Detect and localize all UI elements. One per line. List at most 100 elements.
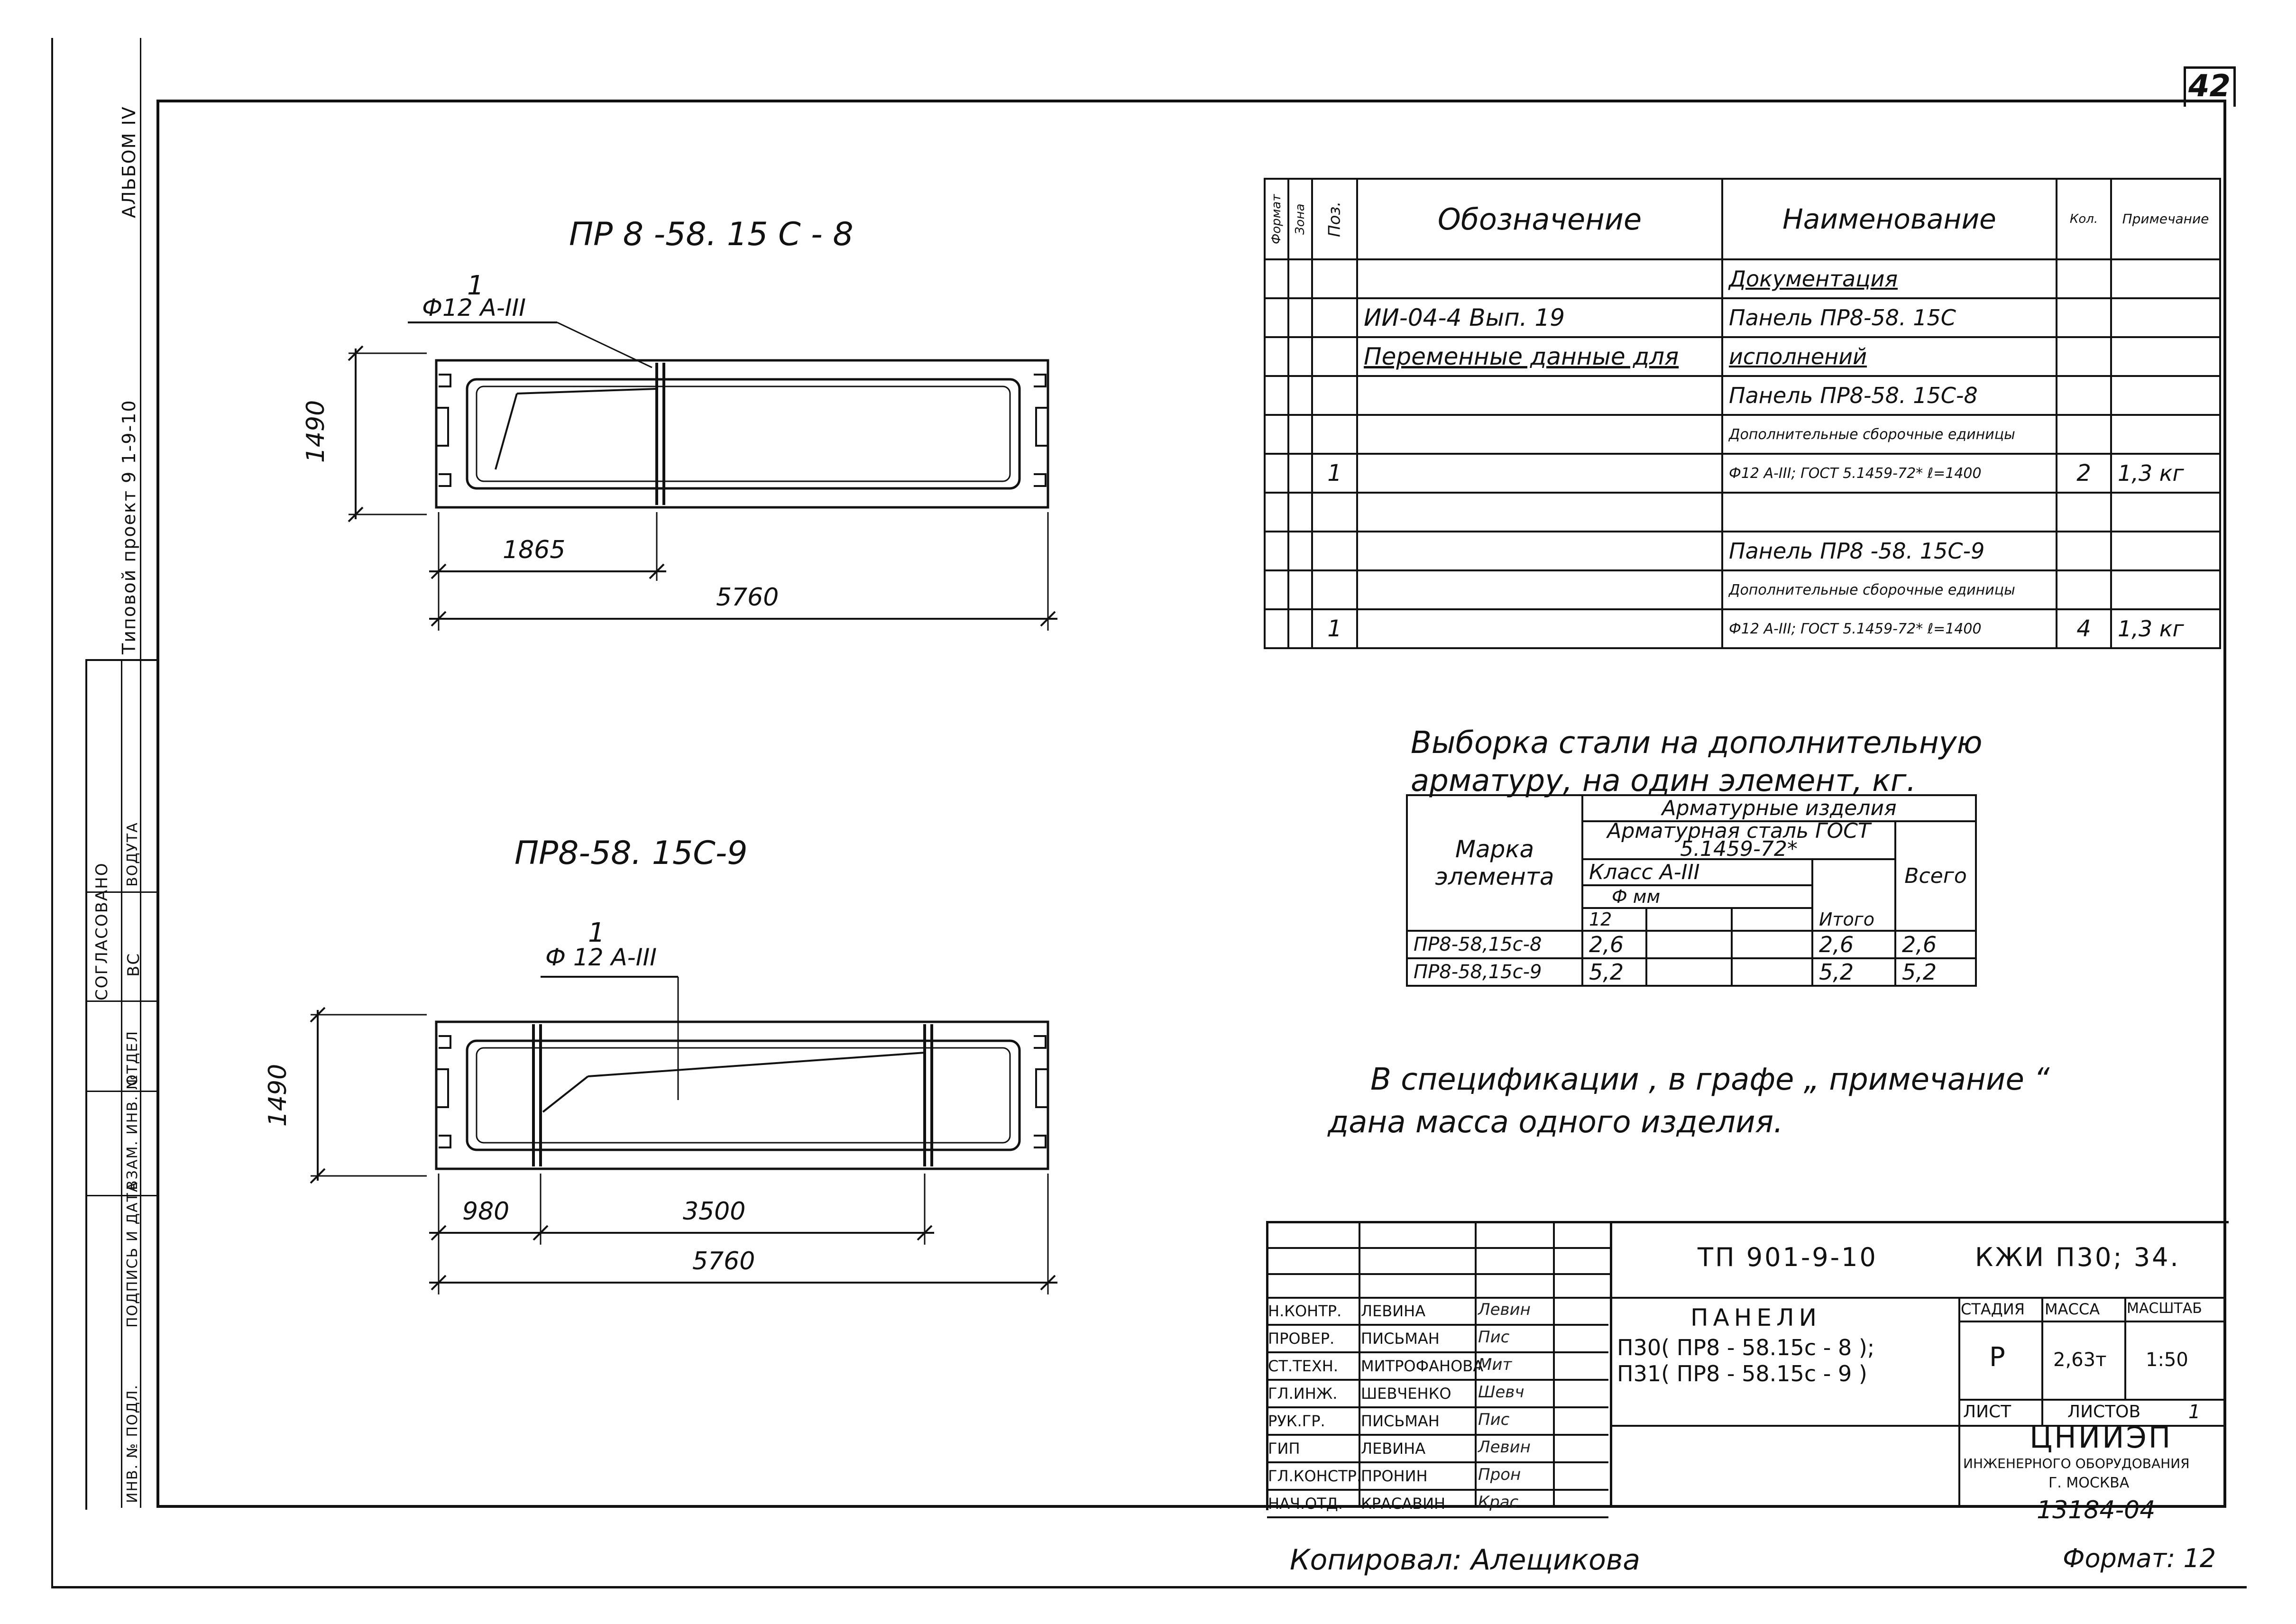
drawing1-rebar: Ф12 А-III bbox=[422, 294, 526, 321]
spec-cell-designation bbox=[1356, 414, 1723, 455]
spec-cell-qty: 2 bbox=[2056, 453, 2112, 494]
tb-person-name: ЛЕВИНА bbox=[1361, 1440, 1426, 1458]
spec-cell-designation: Переменные данные для bbox=[1356, 336, 1723, 377]
tb-person-name: МИТРОФАНОВА bbox=[1361, 1357, 1484, 1375]
tb-stage-hline1 bbox=[1958, 1321, 2226, 1322]
spec-cell-pos bbox=[1311, 258, 1358, 299]
tb-person-signature: Левин bbox=[1478, 1300, 1531, 1319]
spec-cell-qty bbox=[2056, 531, 2112, 571]
steel-title-line1: Выборка стали на дополнительную bbox=[1411, 725, 1983, 761]
spec-cell-note bbox=[2110, 336, 2221, 377]
spec-cell-designation bbox=[1356, 375, 1723, 416]
steel-cell-total: 5,2 bbox=[1894, 957, 1977, 987]
left-strip-h2 bbox=[85, 1000, 156, 1002]
tb-scale: 1:50 bbox=[2146, 1349, 2188, 1371]
tb-person-signature: Прон bbox=[1478, 1465, 1521, 1484]
spec-cell-name: Панель ПР8-58. 15С-8 bbox=[1721, 375, 2057, 416]
tb-sheets: 1 bbox=[2188, 1401, 2201, 1423]
left-strip-h4 bbox=[85, 1195, 156, 1196]
spec-cell-zone bbox=[1287, 531, 1313, 571]
drawing2-rebar: Ф 12 А-III bbox=[545, 944, 657, 971]
steel-h-products: Арматурные изделия bbox=[1581, 794, 1977, 822]
spec-cell-pos bbox=[1311, 492, 1358, 532]
spec-cell-designation bbox=[1356, 453, 1723, 494]
spec-cell-format bbox=[1264, 336, 1289, 377]
spec-cell-zone bbox=[1287, 336, 1313, 377]
spec-cell-name: Панель ПР8-58. 15С bbox=[1721, 297, 2057, 338]
sheet-number-box bbox=[2184, 66, 2236, 107]
drawing1-dim-a: 1865 bbox=[503, 536, 566, 564]
spec-cell-designation bbox=[1356, 258, 1723, 299]
header-zone: Зона bbox=[1288, 179, 1312, 259]
tb-stage-vline1 bbox=[2041, 1297, 2043, 1425]
steel-title-line2: арматуру, на один элемент, кг. bbox=[1411, 763, 1916, 798]
header-format: Формат bbox=[1265, 179, 1288, 259]
spec-cell-zone bbox=[1287, 414, 1313, 455]
spec-cell-note bbox=[2110, 569, 2221, 610]
spec-cell-format bbox=[1264, 492, 1289, 532]
spec-cell-name: Ф12 А-III; ГОСТ 5.1459-72* ℓ=1400 bbox=[1721, 608, 2057, 649]
spec-cell-zone bbox=[1287, 453, 1313, 494]
spec-cell-note bbox=[2110, 258, 2221, 299]
tb-person-name: ПРОНИН bbox=[1361, 1467, 1428, 1485]
tb-person-name: ПИСЬМАН bbox=[1361, 1330, 1440, 1348]
tb-col-line1 bbox=[1359, 1221, 1360, 1508]
spec-row: Дополнительные сборочные единицы bbox=[1264, 569, 2221, 610]
steel-h-subtotal: Итого bbox=[1811, 858, 1896, 932]
header-qty: Кол. bbox=[2056, 178, 2112, 260]
spec-cell-note bbox=[2110, 297, 2221, 338]
spec-row: Панель ПР8 -58. 15С-9 bbox=[1264, 531, 2221, 571]
tb-subtitle2: П31( ПР8 - 58.15с - 9 ) bbox=[1617, 1361, 1867, 1386]
spec-cell-pos bbox=[1311, 531, 1358, 571]
tb-person-name: ПИСЬМАН bbox=[1361, 1412, 1440, 1430]
tb-person-name: КРАСАВИН bbox=[1361, 1495, 1446, 1513]
spec-cell-name bbox=[1721, 492, 2057, 532]
drawing1-height: 1490 bbox=[302, 400, 331, 463]
left-strip-divider bbox=[121, 659, 122, 1508]
spec-cell-pos bbox=[1311, 336, 1358, 377]
tb-person-role: ГЛ.ИНЖ. bbox=[1268, 1385, 1338, 1403]
spec-cell-format bbox=[1264, 569, 1289, 610]
tb-stage: Р bbox=[1989, 1342, 2005, 1373]
drawing2-dim-a: 980 bbox=[462, 1197, 510, 1226]
spec-cell-note bbox=[2110, 531, 2221, 571]
spec-cell-qty bbox=[2056, 258, 2112, 299]
tb-person-role: ГЛ.КОНСТР. bbox=[1268, 1467, 1362, 1485]
steel-h-diam: Ф мм bbox=[1581, 884, 1813, 909]
spec-cell-qty bbox=[2056, 492, 2112, 532]
spec-cell-qty bbox=[2056, 336, 2112, 377]
spec-row: Дополнительные сборочные единицы bbox=[1264, 414, 2221, 455]
spec-cell-qty bbox=[2056, 414, 2112, 455]
tb-stage-header: СТАДИЯ bbox=[1961, 1300, 2025, 1318]
tb-org2: ИНЖЕНЕРНОГО ОБОРУДОВАНИЯ bbox=[1963, 1456, 2190, 1471]
spec-cell-format bbox=[1264, 375, 1289, 416]
spec-cell-zone bbox=[1287, 569, 1313, 610]
tb-title: ПАНЕЛИ bbox=[1690, 1304, 1821, 1331]
spec-cell-zone bbox=[1287, 375, 1313, 416]
spec-cell-qty bbox=[2056, 297, 2112, 338]
tb-person-role: РУК.ГР. bbox=[1268, 1412, 1325, 1430]
tb-person-signature: Шевч bbox=[1478, 1383, 1525, 1402]
tb-grid-line3 bbox=[1266, 1297, 1610, 1299]
tb-person-signature: Левин bbox=[1478, 1438, 1531, 1457]
spec-cell-format bbox=[1264, 453, 1289, 494]
steel-cell-subtotal: 5,2 bbox=[1811, 957, 1896, 987]
tb-person-signature: Мит bbox=[1478, 1355, 1512, 1374]
tb-col-line3 bbox=[1553, 1221, 1555, 1508]
drawing1-title: ПР 8 -58. 15 С - 8 bbox=[569, 216, 854, 253]
spec-cell-note: 1,3 кг bbox=[2110, 608, 2221, 649]
spec-cell-designation bbox=[1356, 492, 1723, 532]
steel-h-empty1 bbox=[1645, 907, 1733, 932]
outer-left-line bbox=[51, 38, 53, 1588]
steel-cell-subtotal: 2,6 bbox=[1811, 930, 1896, 959]
spec-row bbox=[1264, 492, 2221, 532]
header-designation: Обозначение bbox=[1356, 178, 1723, 260]
tb-person-role: СТ.ТЕХН. bbox=[1268, 1357, 1338, 1375]
drawing2-dim-b: 3500 bbox=[683, 1197, 746, 1226]
spec-cell-zone bbox=[1287, 492, 1313, 532]
